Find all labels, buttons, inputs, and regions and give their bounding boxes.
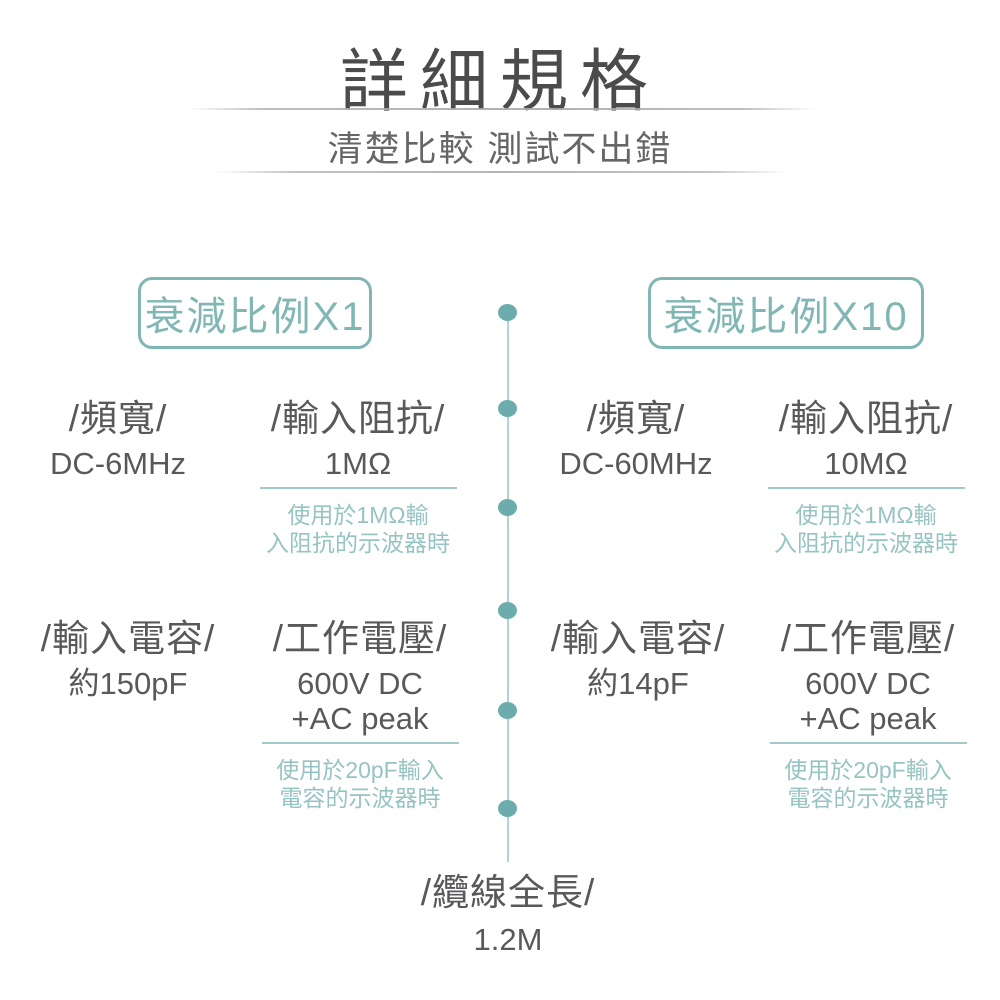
spec-note: 入阻抗的示波器時 [774,530,958,556]
spec-note: 電容的示波器時 [279,785,441,811]
spec-value: 約150pF [68,666,188,701]
timeline-dot [498,304,517,321]
spec-cable-length: /纜線全長/ 1.2M [388,870,628,956]
spec-label: /輸入阻抗/ [270,398,446,439]
spec-label: /輸入阻抗/ [778,398,954,439]
timeline-dot [498,400,517,417]
spec-value: 1MΩ [324,446,392,481]
spec-note: 使用於20pF輸入 [784,757,952,783]
spec-input-impedance-x10: /輸入阻抗/ 10MΩ 使用於1MΩ輸 入阻抗的示波器時 [746,396,986,557]
timeline-dot [498,499,517,516]
spec-value: 600V DC [805,666,931,701]
spec-value: 1.2M [473,922,543,957]
spec-note: 使用於1MΩ輸 [795,502,937,528]
spec-label: /頻寬/ [68,398,168,439]
spec-input-capacitance-x1: /輸入電容/ 約150pF [8,616,248,700]
spec-input-capacitance-x10: /輸入電容/ 約14pF [518,616,758,700]
spec-underline [261,742,459,744]
page-subtitle: 清楚比較 測試不出錯 [327,130,673,169]
timeline-dot [498,800,517,817]
spec-value-line2: +AC peak [291,701,429,736]
spec-note: 電容的示波器時 [787,785,949,811]
column-header-x10: 衰減比例X10 [648,277,924,349]
divider-line-bottom [214,171,788,173]
spec-value: DC-6MHz [49,446,187,481]
spec-note: 入阻抗的示波器時 [266,530,450,556]
spec-value-line2: +AC peak [799,701,937,736]
spec-bandwidth-x10: /頻寬/ DC-60MHz [516,396,756,480]
spec-working-voltage-x10: /工作電壓/ 600V DC +AC peak 使用於20pF輸入 電容的示波器… [748,616,988,812]
divider-line-top [188,108,816,110]
spec-label: /纜線全長/ [420,872,596,913]
spec-input-impedance-x1: /輸入阻抗/ 1MΩ 使用於1MΩ輸 入阻抗的示波器時 [238,396,478,557]
spec-underline [259,487,457,489]
spec-label: /工作電壓/ [780,618,956,659]
spec-value: 10MΩ [824,446,908,481]
spec-value: 約14pF [587,666,689,701]
spec-label: /頻寬/ [586,398,686,439]
spec-label: /輸入電容/ [550,618,726,659]
spec-bandwidth-x1: /頻寬/ DC-6MHz [0,396,238,480]
spec-label: /輸入電容/ [40,618,216,659]
spec-underline [769,742,967,744]
spec-value: DC-60MHz [559,446,713,481]
spec-working-voltage-x1: /工作電壓/ 600V DC +AC peak 使用於20pF輸入 電容的示波器… [240,616,480,812]
spec-value: 600V DC [297,666,423,701]
timeline-dot [498,602,517,619]
spec-note: 使用於1MΩ輸 [287,502,429,528]
spec-underline [767,487,965,489]
spec-label: /工作電壓/ [272,618,448,659]
timeline-line [507,310,509,862]
column-header-x1: 衰減比例X1 [138,277,372,349]
timeline-dot [498,702,517,719]
spec-note: 使用於20pF輸入 [276,757,444,783]
column-header-x1-label: 衰減比例X1 [144,295,366,339]
column-header-x10-label: 衰減比例X10 [663,295,909,339]
page-title: 詳細規格 [339,44,660,120]
